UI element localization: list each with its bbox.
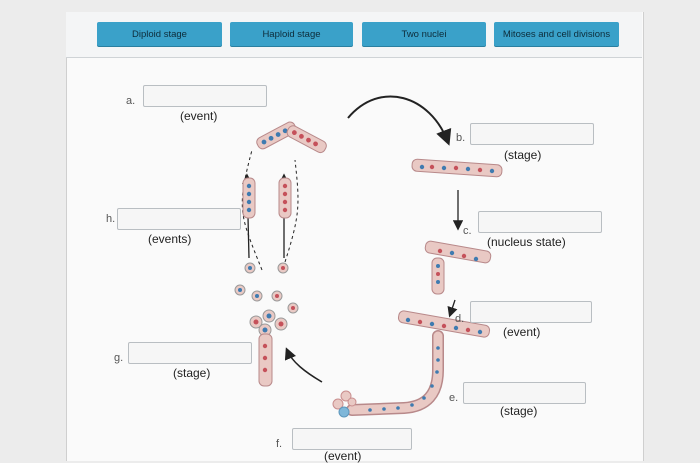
- drop-zone-g[interactable]: [128, 342, 252, 364]
- hypha-vertical-blue: [242, 177, 256, 219]
- letter-c: c.: [463, 225, 472, 237]
- caption-c: (nucleus state): [487, 235, 566, 249]
- letter-e: e.: [449, 392, 459, 404]
- drop-zone-a[interactable]: [143, 85, 267, 107]
- caption-e: (stage): [500, 404, 538, 418]
- hypha-top-right: [286, 125, 327, 154]
- caption-b: (stage): [504, 148, 542, 162]
- drop-zone-b[interactable]: [470, 123, 594, 145]
- ascocarp-cluster: [332, 390, 357, 418]
- letter-g: g.: [114, 352, 124, 364]
- label-chip-two-nuclei[interactable]: Two nuclei: [362, 22, 486, 46]
- letter-f: f.: [276, 438, 283, 450]
- drop-zone-c[interactable]: [478, 211, 602, 233]
- letter-a: a.: [126, 95, 136, 107]
- caption-f: (event): [324, 449, 362, 463]
- caption-g: (stage): [173, 366, 211, 380]
- drop-zone-h[interactable]: [117, 208, 241, 230]
- ascus-cluster: [249, 309, 288, 387]
- arrow-top: [347, 95, 452, 146]
- caption-a: (event): [180, 109, 218, 123]
- hypha-e: [347, 331, 443, 415]
- drop-zone-f[interactable]: [292, 428, 412, 450]
- arrow-bottom-left: [284, 347, 323, 383]
- dashed-path-right: [284, 159, 299, 263]
- hypha-b: [411, 158, 503, 178]
- label-chip-mitoses-and-cell-divisions[interactable]: Mitoses and cell divisions: [494, 22, 619, 46]
- letter-h: h.: [106, 213, 116, 225]
- drop-zone-d[interactable]: [470, 301, 592, 323]
- label-chip-haploid-stage[interactable]: Haploid stage: [230, 22, 353, 46]
- caption-d: (event): [503, 325, 541, 339]
- arrow-c-to-d: [447, 299, 458, 318]
- letter-b: b.: [456, 132, 466, 144]
- hypha-d: [397, 310, 491, 338]
- hypha-e-nuclei: [368, 346, 440, 412]
- hypha-vertical-red: [278, 177, 292, 219]
- letter-d: d.: [455, 313, 465, 325]
- drop-zone-e[interactable]: [463, 382, 586, 404]
- label-chip-diploid-stage[interactable]: Diploid stage: [97, 22, 222, 46]
- caption-h: (events): [148, 232, 192, 246]
- hypha-c: [424, 240, 492, 295]
- spores: [234, 262, 299, 314]
